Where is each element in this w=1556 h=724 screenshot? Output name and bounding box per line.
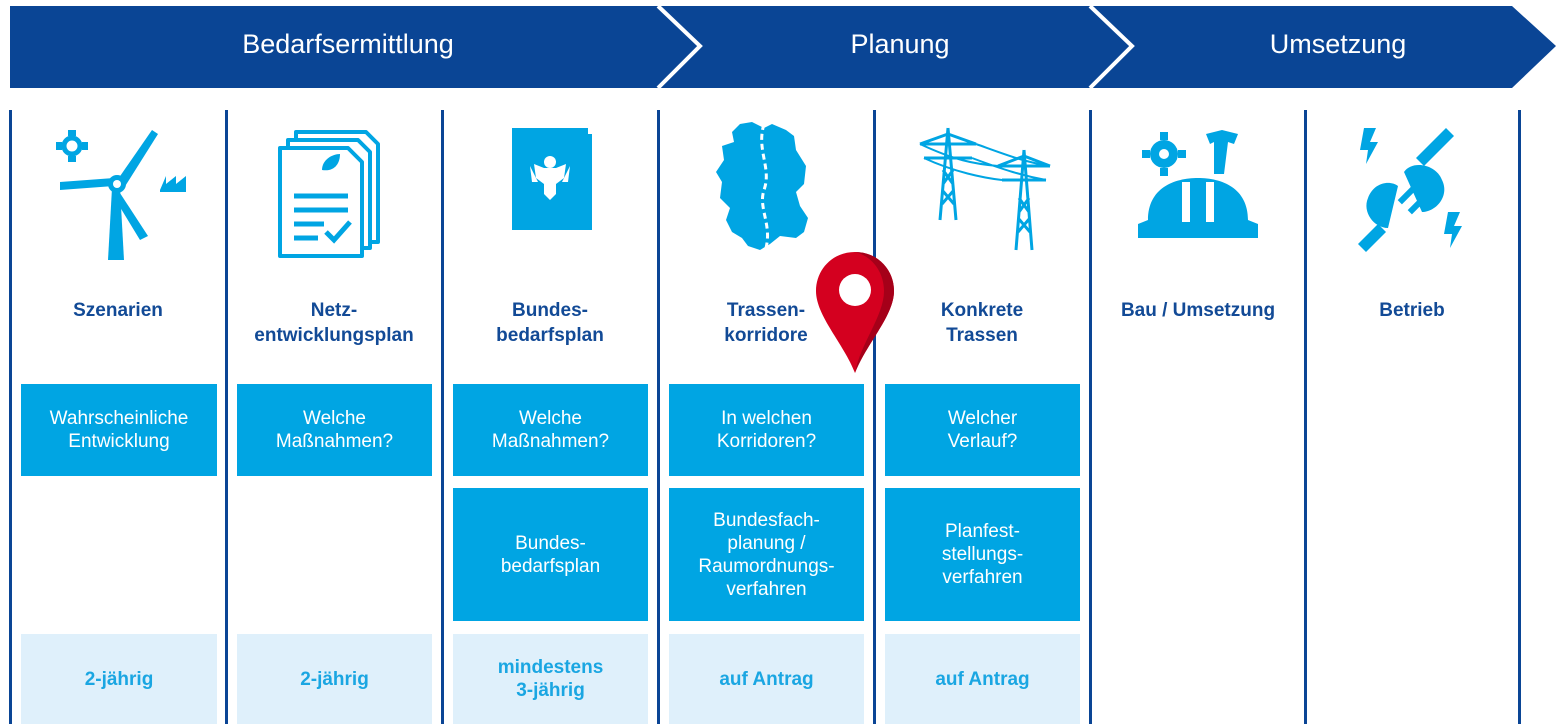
phase-label-planung: Planung [850, 29, 950, 59]
column-divider [1304, 110, 1307, 724]
column-divider [9, 110, 12, 724]
phase-arrow-umsetzung [1090, 6, 1556, 88]
phase-separator [656, 4, 703, 90]
frequency-box: auf Antrag [885, 634, 1080, 724]
box-text: Planfest- stellungs- verfahren [941, 521, 1024, 588]
procedure-box: Bundes- bedarfsplan [453, 488, 648, 621]
question-box: Wahrscheinliche Entwicklung [21, 384, 217, 476]
box-text: Wahrscheinliche Entwicklung [49, 408, 189, 452]
box-text: Welche Maßnahmen? [491, 408, 610, 452]
question-box: In welchen Korridoren? [669, 384, 864, 476]
column-title-bau-umsetzung: Bau / Umsetzung [1120, 300, 1276, 321]
location-pin-icon [816, 252, 894, 373]
phase-arrow-planung [658, 6, 1132, 88]
procedure-box: Planfest- stellungs- verfahren [885, 488, 1080, 621]
column-title-betrieb: Betrieb [1379, 300, 1445, 321]
federal-eagle-book-icon [452, 120, 652, 260]
question-box: Welche Maßnahmen? [237, 384, 432, 476]
procedure-box: Bundesfach- planung / Raumordnungs- verf… [669, 488, 864, 621]
question-box: Welche Maßnahmen? [453, 384, 648, 476]
phase-separator [1088, 4, 1135, 90]
phase-label-umsetzung: Umsetzung [1269, 29, 1407, 59]
box-text: Bundesfach- planung / Raumordnungs- verf… [698, 509, 835, 600]
column-title-szenarien: Szenarien [73, 300, 163, 321]
question-box: Welcher Verlauf? [885, 384, 1080, 476]
phase-arrow-bedarfsermittlung [10, 6, 700, 88]
column-divider [225, 110, 228, 724]
power-pylons-icon [884, 120, 1084, 260]
frequency-box: auf Antrag [669, 634, 864, 724]
frequency-box: 2-jährig [21, 634, 217, 724]
column-divider [873, 110, 876, 724]
box-text: In welchen Korridoren? [716, 408, 817, 452]
box-text: Welcher Verlauf? [947, 408, 1018, 452]
frequency-box: 2-jährig [237, 634, 432, 724]
column-title-konkrete-trassen: Konkrete Trassen [940, 300, 1024, 346]
power-plug-icon [1312, 120, 1512, 260]
column-title-bundesbedarfsplan: Bundes- bedarfsplan [496, 300, 604, 346]
box-text: Bundes- bedarfsplan [500, 532, 601, 577]
wind-turbine-factory-icon [20, 120, 220, 260]
box-text: Welche Maßnahmen? [275, 408, 394, 452]
column-divider [1518, 110, 1521, 724]
phase-header [10, 4, 1556, 90]
frequency-box: mindestens 3-jährig [453, 634, 648, 724]
column-title-trassenkorridore: Trassen- korridore [724, 300, 808, 346]
construction-gear-helmet-icon [1098, 120, 1298, 260]
document-stack-icon [236, 120, 436, 260]
column-divider [657, 110, 660, 724]
phase-label-bedarfsermittlung: Bedarfsermittlung [242, 29, 454, 59]
column-divider [441, 110, 444, 724]
column-divider [1089, 110, 1092, 724]
germany-map-corridor-icon [668, 120, 868, 260]
column-title-netzentwicklungsplan: Netz- entwicklungsplan [254, 300, 414, 346]
